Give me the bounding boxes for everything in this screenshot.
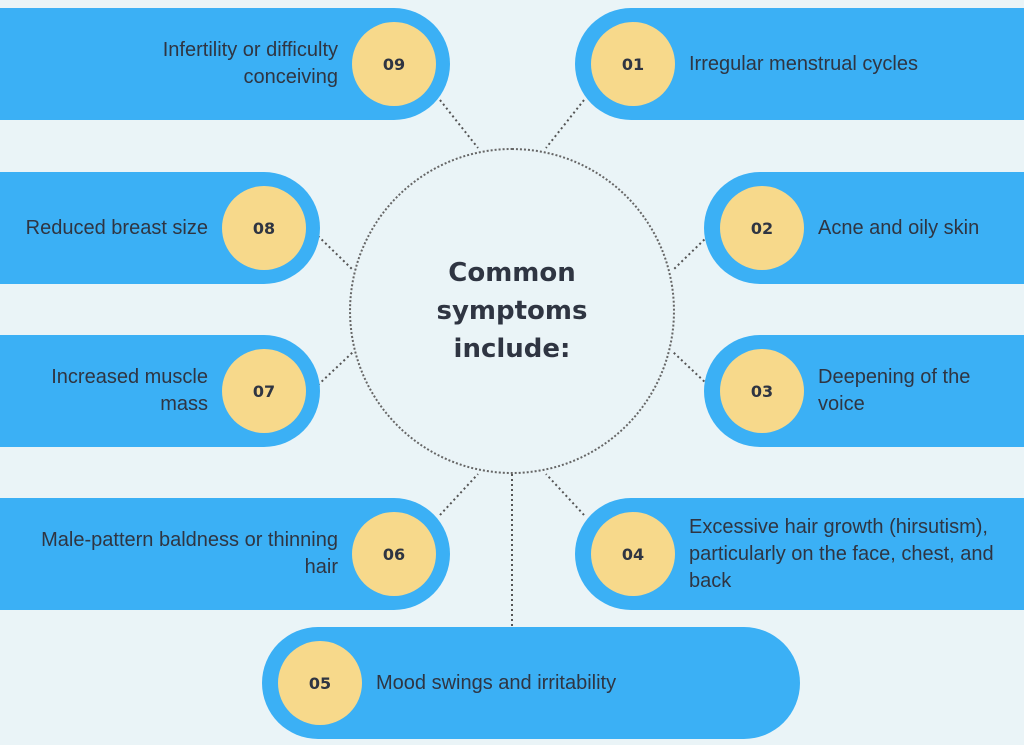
center-circle: Common symptoms include: (349, 148, 675, 474)
number-badge-07: 07 (222, 349, 306, 433)
number-badge-06: 06 (352, 512, 436, 596)
number-badge-05: 05 (278, 641, 362, 725)
symptom-pill-02: 02 Acne and oily skin (704, 172, 1024, 284)
connector-02 (672, 235, 709, 271)
symptom-label-07: Increased muscle mass (51, 366, 208, 415)
center-title: Common symptoms include: (436, 258, 588, 364)
symptom-pill-01: 01 Irregular menstrual cycles (575, 8, 1024, 120)
symptom-pill-04: 04 Excessive hair growth (hirsutism), pa… (575, 498, 1024, 610)
symptom-pill-08: Reduced breast size 08 (0, 172, 320, 284)
symptom-label-04: Excessive hair growth (hirsutism), parti… (689, 515, 994, 592)
symptom-pill-09: Infertility or difficulty conceiving 09 (0, 8, 450, 120)
number-badge-09: 09 (352, 22, 436, 106)
symptom-pill-07: Increased muscle mass 07 (0, 335, 320, 447)
connector-06 (439, 473, 479, 516)
symptom-label-01: Irregular menstrual cycles (689, 52, 918, 75)
symptom-label-09: Infertility or difficulty conceiving (162, 39, 338, 88)
symptom-label-02: Acne and oily skin (818, 216, 980, 239)
number-badge-04: 04 (591, 512, 675, 596)
symptom-label-08: Reduced breast size (25, 216, 208, 239)
connector-07 (317, 351, 354, 386)
symptom-pill-06: Male-pattern baldness or thinning hair 0… (0, 498, 450, 610)
number-badge-01: 01 (591, 22, 675, 106)
connector-09 (439, 99, 479, 149)
symptom-pill-03: 03 Deepening of the voice (704, 335, 1024, 447)
symptom-pill-05: 05 Mood swings and irritability (262, 627, 800, 739)
symptom-label-03: Deepening of the voice (818, 366, 971, 415)
connector-01 (545, 99, 585, 149)
symptom-label-05: Mood swings and irritability (376, 671, 617, 694)
connector-04 (545, 473, 585, 516)
symptom-label-06: Male-pattern baldness or thinning hair (41, 529, 338, 578)
number-badge-03: 03 (720, 349, 804, 433)
number-badge-08: 08 (222, 186, 306, 270)
connector-08 (317, 235, 354, 271)
connector-03 (672, 351, 709, 386)
number-badge-02: 02 (720, 186, 804, 270)
